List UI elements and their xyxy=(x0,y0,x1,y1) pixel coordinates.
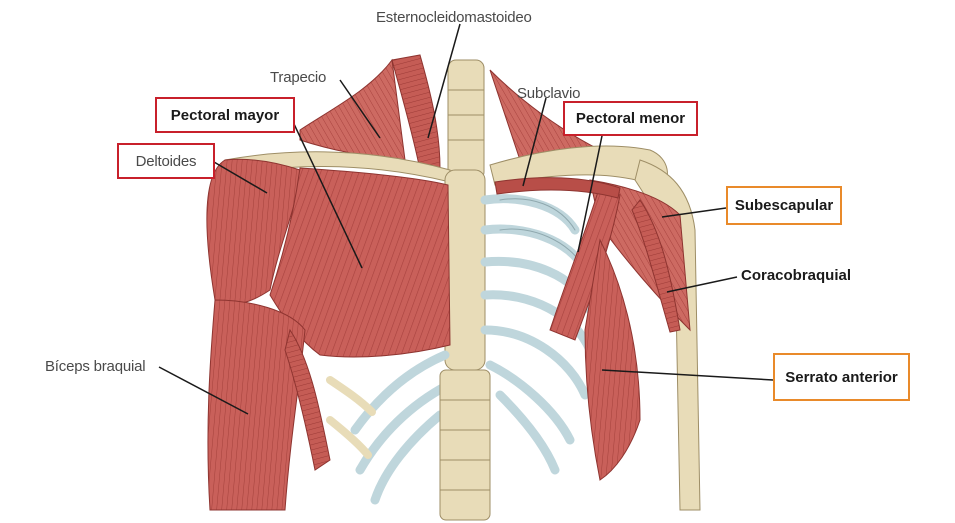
label-coracobraquial: Coracobraquial xyxy=(741,267,852,284)
label-trapecio: Trapecio xyxy=(270,69,327,86)
label-box-deltoides: Deltoides xyxy=(117,143,215,179)
serratus-anterior-muscle xyxy=(584,238,641,481)
coracobrachialis-muscle xyxy=(631,199,681,333)
label-pectoral-menor: Pectoral menor xyxy=(575,110,686,127)
sternum xyxy=(444,169,486,371)
forearm-muscle-left xyxy=(284,328,331,471)
label-esternocleidomastoideo: Esternocleidomastoideo xyxy=(376,9,532,26)
rib-cage-left xyxy=(326,350,453,505)
label-box-pectoral-menor: Pectoral menor xyxy=(563,101,698,136)
label-box-pectoral-mayor: Pectoral mayor xyxy=(155,97,295,133)
pectoralis-minor-muscle xyxy=(549,184,621,341)
leader-lines xyxy=(158,23,774,415)
label-subescapular: Subescapular xyxy=(734,197,834,214)
label-biceps-braquial: Bíceps braquial xyxy=(45,358,146,375)
label-pectoral-mayor: Pectoral mayor xyxy=(170,106,280,124)
label-box-serrato-anterior: Serrato anterior xyxy=(773,353,910,401)
thoracic-spine xyxy=(439,369,491,521)
cervical-spine xyxy=(447,59,485,181)
deltoid-muscle xyxy=(206,158,301,305)
label-box-subescapular: Subescapular xyxy=(726,186,842,225)
label-subclavio: Subclavio xyxy=(517,85,581,102)
label-deltoides: Deltoides xyxy=(135,152,197,170)
biceps-muscle xyxy=(207,299,306,511)
label-serrato-anterior: Serrato anterior xyxy=(785,368,898,386)
subclavius-muscle xyxy=(494,177,621,199)
